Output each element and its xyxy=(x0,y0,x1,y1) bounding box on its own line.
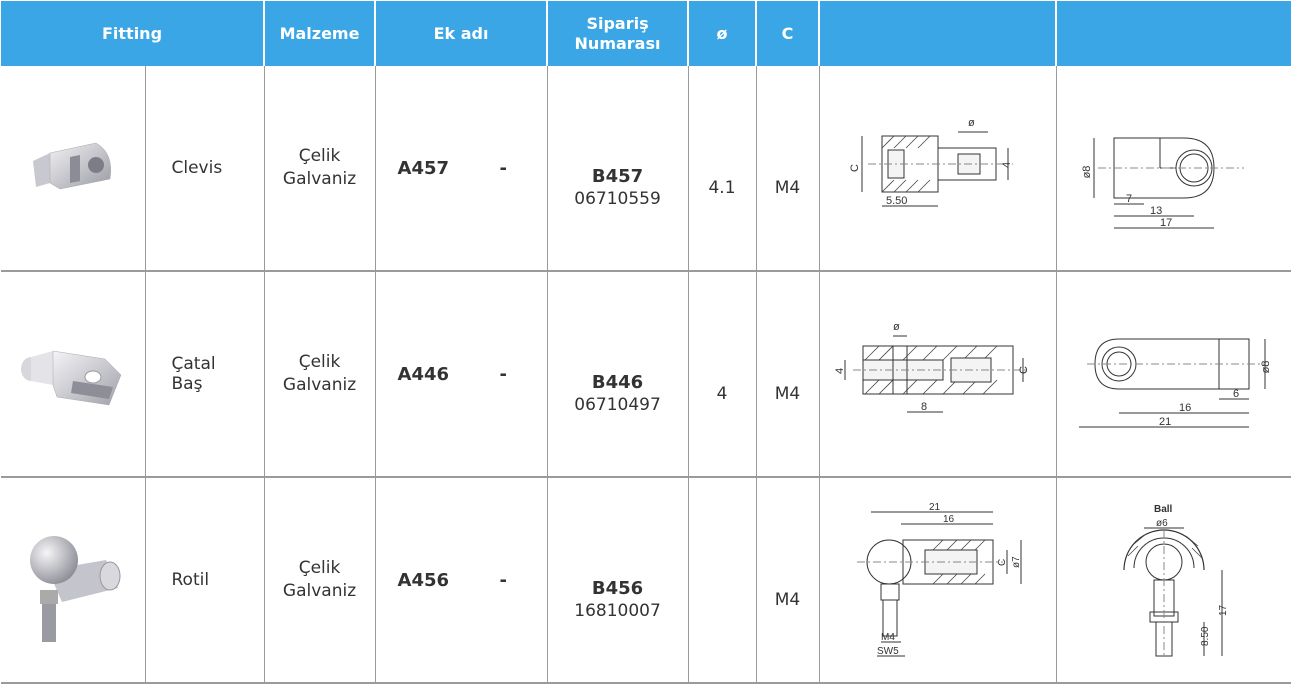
ek-code-cell: A457 - xyxy=(375,66,548,272)
drawing-label-sw5: SW5 xyxy=(877,646,899,657)
drawing-label-phi7: ø7 xyxy=(1011,556,1022,568)
diameter-value: 4 xyxy=(688,271,757,478)
drawing-label-phi8: ø8 xyxy=(1081,166,1093,179)
drawing-label-7: 7 xyxy=(1126,193,1132,205)
header-diameter: ø xyxy=(688,1,758,66)
drawing-label-phi: ø xyxy=(968,117,975,129)
order-bold: B456 xyxy=(591,578,644,599)
drawing-label-c: C xyxy=(849,164,861,172)
rotil-3d-icon xyxy=(29,536,121,642)
order-number: 06710497 xyxy=(574,395,661,415)
fitting-image-rotil xyxy=(1,477,146,684)
drawing-label-13: 13 xyxy=(1150,205,1162,217)
c-value: M4 xyxy=(756,271,820,478)
section-drawing-rotil: 21 16 C ø7 M4 SW5 xyxy=(819,477,1057,684)
side-drawing-catal: ø8 6 16 21 xyxy=(1056,271,1292,478)
clevis-side-drawing: ø8 7 13 17 xyxy=(1081,137,1244,229)
side-drawing-clevis: ø8 7 13 17 xyxy=(1056,66,1292,272)
diameter-value xyxy=(688,477,757,684)
header-siparis-line1: Sipariş xyxy=(586,13,649,33)
drawing-label-6: 6 xyxy=(1233,388,1239,400)
ek-dash: - xyxy=(499,363,507,385)
fitting-image-clevis xyxy=(1,66,146,272)
drawing-label-21: 21 xyxy=(929,502,941,513)
material-line2: Galvaniz xyxy=(282,581,357,601)
ek-dash: - xyxy=(499,157,507,179)
header-ek-adi: Ek adı xyxy=(375,1,549,66)
ek-code: A456 xyxy=(397,569,450,591)
drawing-label-length: 5.50 xyxy=(886,195,907,207)
drawing-label-850: 8.50 xyxy=(1200,626,1211,646)
fitting-name-line2: Baş xyxy=(171,374,203,394)
clevis-section-drawing: C ø 4 5.50 xyxy=(849,117,1013,207)
diameter-value: 4.1 xyxy=(688,66,757,272)
catal-section-drawing: ø 4 C 8 xyxy=(834,321,1030,413)
section-drawing-catal: ø 4 C 8 xyxy=(819,271,1057,478)
fitting-name-line1: Clevis xyxy=(171,158,223,178)
rotil-side-drawing: Ball ø6 17 8.50 xyxy=(1123,504,1229,658)
material-line2: Galvaniz xyxy=(282,375,357,395)
drawing-label-four: 4 xyxy=(1001,162,1013,168)
fitting-name: Rotil xyxy=(145,477,265,684)
order-bold: B446 xyxy=(591,372,644,393)
order-bold: B457 xyxy=(591,166,644,187)
header-blank-1 xyxy=(819,1,1058,66)
side-drawing-rotil: Ball ø6 17 8.50 xyxy=(1056,477,1292,684)
order-number: 06710559 xyxy=(574,189,661,209)
drawing-label-phi8: ø8 xyxy=(1260,361,1272,374)
header-siparis-line2: Numarası xyxy=(574,33,661,53)
clevis-3d-icon xyxy=(32,142,111,190)
catal-side-drawing: ø8 6 16 21 xyxy=(1078,338,1272,428)
drawing-label-phi6: ø6 xyxy=(1156,518,1168,529)
rotil-section-drawing: 21 16 C ø7 M4 SW5 xyxy=(856,502,1022,657)
order-number: 16810007 xyxy=(574,601,661,621)
drawing-label-17: 17 xyxy=(1160,217,1172,229)
drawing-label-ball: Ball xyxy=(1154,504,1173,515)
ek-dash: - xyxy=(499,569,507,591)
drawing-label-four: 4 xyxy=(834,368,846,374)
drawing-label-length: 8 xyxy=(921,401,927,413)
c-value: M4 xyxy=(756,66,820,272)
ek-code-cell: A456 - xyxy=(375,477,548,684)
header-malzeme: Malzeme xyxy=(264,1,377,66)
material-line2: Galvaniz xyxy=(282,169,357,189)
ek-code-cell: A446 - xyxy=(375,271,548,478)
c-value: M4 xyxy=(756,477,820,684)
drawing-label-16: 16 xyxy=(1179,402,1191,414)
header-c: C xyxy=(756,1,821,66)
ek-code: A446 xyxy=(397,363,450,385)
drawing-label-16: 16 xyxy=(943,514,955,525)
drawing-label-17: 17 xyxy=(1218,604,1229,616)
ek-code: A457 xyxy=(397,157,450,179)
fitting-image-catal xyxy=(1,271,146,478)
drawing-label-c: C xyxy=(997,559,1008,566)
material-line1: Çelik xyxy=(298,352,341,372)
fitting-name-line1: Çatal xyxy=(171,354,216,374)
fitting-name: Clevis xyxy=(145,66,265,272)
section-drawing-clevis: C ø 4 5.50 xyxy=(819,66,1057,272)
catal-bas-3d-icon xyxy=(20,350,122,406)
fitting-name-line1: Rotil xyxy=(171,570,210,590)
material-line1: Çelik xyxy=(298,146,341,166)
material-line1: Çelik xyxy=(298,558,341,578)
header-blank-2 xyxy=(1056,1,1292,66)
header-fitting: Fitting xyxy=(1,1,266,66)
drawing-label-m4: M4 xyxy=(881,632,895,643)
drawing-label-c: C xyxy=(1018,366,1030,374)
drawing-label-phi: ø xyxy=(893,321,900,333)
drawing-label-21: 21 xyxy=(1159,416,1171,428)
